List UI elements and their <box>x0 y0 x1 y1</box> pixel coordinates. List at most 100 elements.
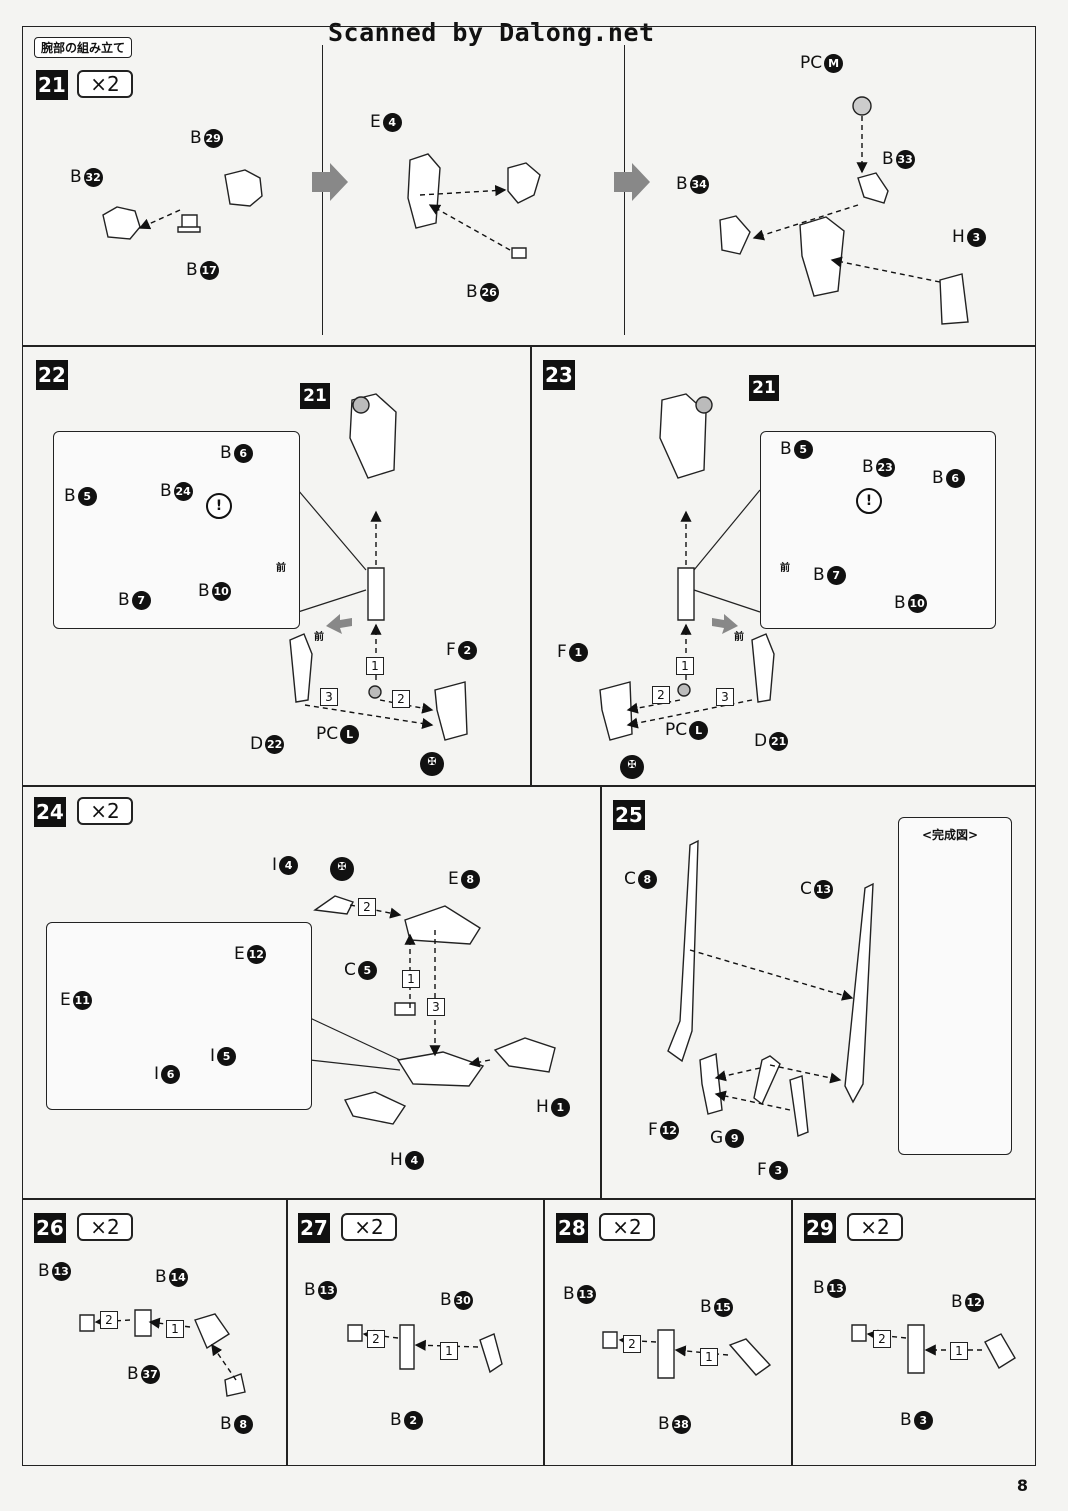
part-runner: B <box>813 565 825 585</box>
part-number: 14 <box>168 1267 188 1287</box>
part-number: 13 <box>317 1280 337 1300</box>
sequence-box: 2 <box>358 898 376 916</box>
instruction-frame <box>22 26 1036 1466</box>
part-number: 30 <box>453 1290 473 1310</box>
part-number: 13 <box>826 1278 846 1298</box>
step-number-27: 27 <box>298 1213 330 1243</box>
part-number: 5 <box>77 486 97 506</box>
part-runner: B <box>676 174 688 194</box>
step-number-26: 26 <box>34 1213 66 1243</box>
part-number: 38 <box>671 1414 691 1434</box>
part-runner: B <box>160 481 172 501</box>
part-number: 2 <box>403 1410 423 1430</box>
divider <box>600 785 602 1198</box>
part-runner: B <box>390 1410 402 1430</box>
part-number: 3 <box>913 1410 933 1430</box>
quantity-badge-29: ×2 <box>847 1213 903 1241</box>
part-number: 8 <box>233 1414 253 1434</box>
part-runner: B <box>658 1414 670 1434</box>
page-number: 8 <box>1016 1476 1028 1495</box>
part-runner: F <box>757 1160 767 1180</box>
part-number: 23 <box>875 457 895 477</box>
sequence-box: 2 <box>652 686 670 704</box>
divider <box>791 1198 793 1466</box>
part-runner: B <box>813 1278 825 1298</box>
part-runner: C <box>800 879 812 899</box>
part-number: 37 <box>140 1364 160 1384</box>
part-runner: B <box>440 1290 452 1310</box>
detail-inset-22 <box>53 431 300 629</box>
part-number: 7 <box>826 565 846 585</box>
part-runner: B <box>155 1267 167 1287</box>
sequence-box: 3 <box>320 688 338 706</box>
part-number: 6 <box>945 468 965 488</box>
part-runner: B <box>198 581 210 601</box>
sequence-box: 2 <box>367 1330 385 1348</box>
completed-caption: <完成図> <box>922 828 979 842</box>
front-marker: 前 <box>734 632 744 643</box>
part-number: 5 <box>217 1046 237 1066</box>
part-runner: E <box>60 990 71 1010</box>
part-number: 4 <box>382 112 402 132</box>
part-runner: B <box>38 1261 50 1281</box>
part-number: L <box>340 724 360 744</box>
step-number-21: 21 <box>36 70 68 100</box>
sequence-box: 3 <box>716 688 734 706</box>
part-number: 9 <box>725 1128 745 1148</box>
part-runner: C <box>624 869 636 889</box>
sequence-box: 1 <box>166 1320 184 1338</box>
sequence-box: 2 <box>873 1330 891 1348</box>
part-runner: I <box>154 1064 160 1084</box>
step-number-29: 29 <box>804 1213 836 1243</box>
part-runner: E <box>448 869 459 889</box>
part-number: 6 <box>233 443 253 463</box>
divider <box>543 1198 545 1466</box>
quantity-badge-21: ×2 <box>77 70 133 98</box>
part-number: 2 <box>457 640 477 660</box>
part-runner: H <box>952 227 965 247</box>
watermark: Scanned by Dalong.net <box>328 18 655 47</box>
quantity-badge-24: ×2 <box>77 797 133 825</box>
part-number: 12 <box>964 1292 984 1312</box>
part-number: 15 <box>713 1297 733 1317</box>
part-runner: E <box>234 944 245 964</box>
part-number: 4 <box>404 1150 424 1170</box>
part-runner: I <box>210 1046 216 1066</box>
part-number: 26 <box>479 282 499 302</box>
part-runner: B <box>70 167 82 187</box>
part-runner: G <box>710 1128 724 1148</box>
sequence-box: 2 <box>392 690 410 708</box>
part-number: 32 <box>83 167 103 187</box>
part-runner: B <box>304 1280 316 1300</box>
part-runner: B <box>700 1297 712 1317</box>
part-runner: B <box>780 439 792 459</box>
part-number: 8 <box>460 869 480 889</box>
part-runner: F <box>446 640 456 660</box>
part-runner: B <box>466 282 478 302</box>
part-runner: D <box>754 731 768 751</box>
